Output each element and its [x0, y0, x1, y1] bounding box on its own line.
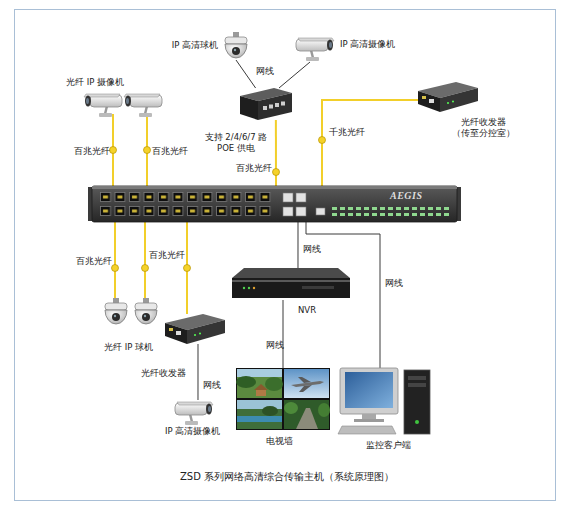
ip-dome-camera: IP 高清球机 [222, 32, 250, 60]
device-label: 电视墙 [266, 436, 293, 447]
fiber-link [114, 222, 116, 298]
device-label: IP 高清摄像机 [165, 426, 220, 437]
cable-link [297, 222, 298, 268]
device-label: 光纤收发器 （传至分控室） [446, 117, 520, 140]
fiber-link [322, 100, 418, 186]
link-label: 网线 [256, 66, 274, 76]
video-wall: 电视墙 [236, 368, 330, 430]
link-label: 百兆光纤 [152, 146, 188, 156]
cable-link [197, 344, 198, 400]
device-label: 光纤 IP 摄像机 [66, 77, 124, 88]
device-label: 支持 2/4/6/7 路 POE 供电 [200, 132, 272, 155]
fiber-dome-pair: 光纤 IP 球机 [102, 298, 160, 326]
device-label: IP 高清球机 [168, 40, 218, 51]
ip-bullet-camera: IP 高清摄像机 [175, 400, 217, 422]
cable-link [236, 60, 256, 88]
bullet-camera-icon [175, 402, 213, 425]
link-label: 网线 [203, 380, 221, 390]
cable-link [283, 300, 284, 368]
link-label: 网线 [303, 244, 321, 254]
transceiver-icon [418, 82, 478, 112]
device-label: 光纤 IP 球机 [104, 342, 153, 353]
link-label: 百兆光纤 [236, 163, 272, 173]
fiber-camera-icons [84, 94, 162, 117]
diagram-caption: ZSD 系列网络高清综合传输主机（系统原理图） [0, 470, 574, 484]
transceiver-icon [165, 314, 225, 344]
fiber-link [275, 120, 277, 186]
ip-bullet-camera: IP 高清摄像机 [296, 36, 336, 62]
device-label: 监控客户端 [366, 440, 411, 451]
video-wall-icon [236, 368, 330, 430]
link-label: 网线 [385, 278, 403, 288]
device-label: NVR [298, 305, 316, 316]
fiber-link [144, 222, 146, 298]
link-label: 百兆光纤 [76, 256, 112, 266]
link-label: 网线 [266, 340, 284, 350]
fiber-dome-icons [105, 298, 157, 324]
cable-link [279, 62, 310, 88]
dome-camera-icon [225, 32, 247, 58]
transmission-host: AEGIS [92, 186, 457, 222]
monitor-client: 监控客户端 [340, 368, 432, 438]
device-label: IP 高清摄像机 [340, 39, 395, 50]
nvr-icon [232, 268, 350, 298]
fiber-transceiver: 光纤收发器 [165, 314, 225, 344]
fiber-transceiver: 光纤收发器 （传至分控室） [418, 82, 478, 112]
link-label: 百兆光纤 [74, 146, 110, 156]
monitor-client-icon [338, 368, 430, 434]
fiber-camera-pair: 光纤 IP 摄像机 [82, 92, 162, 114]
poe-switch: 支持 2/4/6/7 路 POE 供电 [240, 88, 292, 120]
outer-frame [15, 10, 556, 501]
transmission-host-icon [88, 186, 461, 222]
link-label: 百兆光纤 [149, 250, 185, 260]
device-label: 光纤收发器 [141, 368, 186, 379]
nvr-recorder: NVR [232, 268, 350, 300]
fiber-couplers [110, 137, 326, 272]
poe-switch-icon [240, 88, 292, 120]
device-label: AEGIS [390, 189, 423, 203]
link-label: 千兆光纤 [329, 127, 365, 137]
bullet-camera-icon [296, 38, 334, 61]
